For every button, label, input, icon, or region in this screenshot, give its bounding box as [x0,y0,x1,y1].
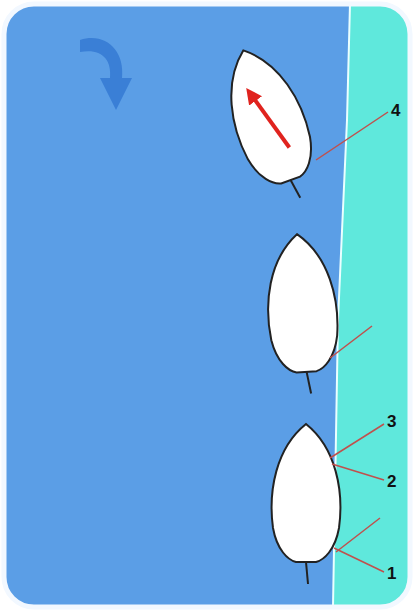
boat [263,232,343,396]
callout-number: 4 [391,102,400,119]
wind-arrow [80,38,132,110]
boat [272,424,341,584]
water [4,4,410,607]
leader-lines [316,112,388,572]
boat [211,39,330,211]
frame [4,4,410,607]
callout-number: 1 [387,565,396,582]
quay [333,4,410,607]
callout-number: 3 [387,413,396,430]
callout-number: 2 [387,473,396,490]
